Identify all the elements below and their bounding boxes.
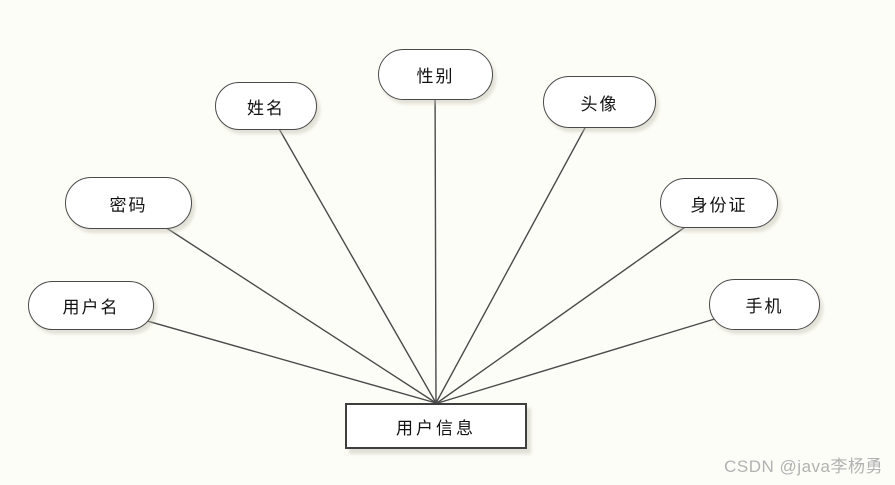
connector-password [127, 202, 437, 404]
attribute-node-username: 用户名 [28, 281, 154, 330]
attribute-label-avatar: 头像 [580, 94, 619, 114]
attribute-label-username: 用户名 [62, 298, 120, 317]
attribute-label-password: 密码 [109, 195, 148, 215]
attribute-node-gender: 性别 [378, 49, 493, 100]
attribute-node-idcard: 身份证 [660, 178, 778, 228]
connector-idcard [436, 202, 720, 404]
connector-name [265, 105, 437, 404]
attribute-label-phone: 手机 [745, 297, 784, 316]
attribute-label-name: 姓名 [247, 98, 285, 118]
connector-phone [437, 303, 765, 404]
attribute-node-name: 姓名 [215, 82, 317, 130]
entity-node-user-info: 用户信息 [345, 403, 527, 449]
attribute-node-phone: 手机 [709, 279, 820, 330]
connector-avatar [435, 101, 600, 404]
csdn-watermark: CSDN @java李杨勇 [724, 457, 883, 476]
connector-gender [434, 73, 437, 404]
entity-label: 用户信息 [396, 418, 476, 438]
attribute-node-password: 密码 [65, 177, 192, 229]
connector-username [90, 304, 437, 404]
attribute-label-gender: 性别 [416, 67, 455, 86]
attribute-node-avatar: 头像 [543, 76, 656, 128]
attribute-label-idcard: 身份证 [690, 195, 748, 215]
